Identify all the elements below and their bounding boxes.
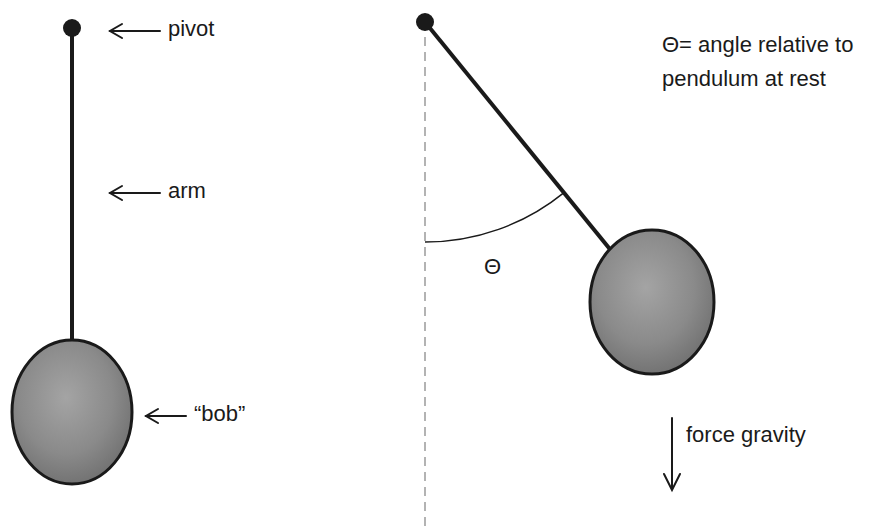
arrow-head bbox=[146, 409, 158, 423]
pendulum-bob bbox=[12, 340, 132, 484]
force-label: force gravity bbox=[686, 418, 806, 452]
leader-arrow bbox=[110, 30, 160, 32]
pivot-dot bbox=[63, 19, 81, 37]
part-label: arm bbox=[168, 174, 206, 208]
part-label: pivot bbox=[168, 12, 214, 46]
gravity-arrow bbox=[671, 418, 673, 488]
pendulum-bob bbox=[590, 230, 714, 374]
note-text: Θ= angle relative to pendulum at rest bbox=[662, 28, 862, 96]
pendulum-arm bbox=[425, 22, 622, 264]
angle-symbol: Θ bbox=[484, 250, 501, 284]
part-label: “bob” bbox=[194, 397, 245, 431]
leader-arrow bbox=[146, 415, 186, 417]
arrow-head bbox=[664, 474, 680, 490]
pendulum-arm bbox=[70, 28, 74, 352]
arrow-head bbox=[110, 24, 122, 38]
angle-arc bbox=[425, 193, 564, 242]
rest-line bbox=[424, 22, 426, 531]
leader-arrow bbox=[110, 192, 160, 194]
pivot-dot bbox=[416, 13, 434, 31]
arrow-head bbox=[110, 186, 122, 200]
